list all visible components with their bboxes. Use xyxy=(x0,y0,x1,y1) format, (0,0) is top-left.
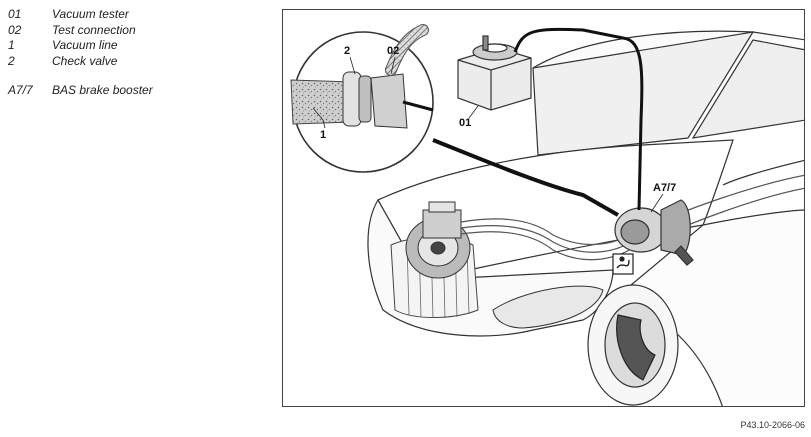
callout-1: 1 xyxy=(320,129,326,141)
callout-02: 02 xyxy=(387,45,399,57)
legend-label: Check valve xyxy=(52,53,118,68)
callout-01: 01 xyxy=(459,117,471,129)
tester-hose xyxy=(513,27,644,211)
electrical-symbol-box xyxy=(612,253,634,275)
diagram-drawing: 2 02 1 01 A7/7 xyxy=(290,24,804,406)
headlight xyxy=(492,285,604,329)
callout-2: 2 xyxy=(344,45,350,57)
legend-label: Vacuum tester xyxy=(52,7,129,21)
diagram-frame: 2 02 1 01 A7/7 xyxy=(282,9,805,407)
front-wheel xyxy=(587,284,679,406)
brake-disc xyxy=(405,217,471,279)
legend-code: 01 xyxy=(8,7,22,21)
vacuum-tester xyxy=(457,35,532,111)
legend-label: Test connection xyxy=(52,22,136,37)
legend-code: A7/7 xyxy=(8,83,33,97)
legend-code: 2 xyxy=(8,53,15,68)
car-door-line xyxy=(722,159,804,186)
callout-a77: A7/7 xyxy=(653,182,676,194)
car-side-window xyxy=(691,39,804,139)
legend-code: 1 xyxy=(8,38,15,52)
brake-booster xyxy=(614,199,694,266)
figure-reference: P43.10-2066-06 xyxy=(740,420,805,430)
legend-code: 02 xyxy=(8,22,22,37)
legend-label: Vacuum line xyxy=(52,38,118,52)
abs-unit xyxy=(422,201,462,239)
leader-lines xyxy=(312,56,664,213)
legend-label: BAS brake booster xyxy=(52,83,153,97)
vacuum-line-to-booster xyxy=(432,138,619,217)
detail-view xyxy=(290,24,434,173)
